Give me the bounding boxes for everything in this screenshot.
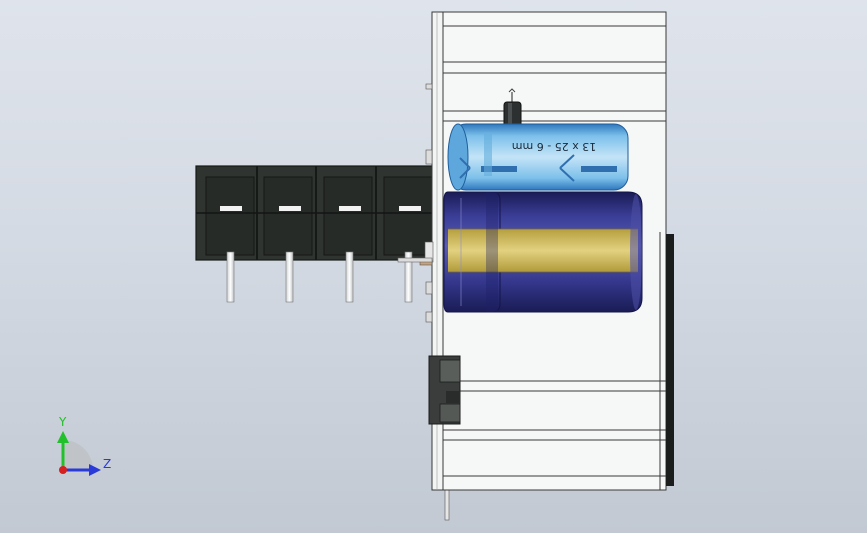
terminal-slot-3 [323, 176, 373, 256]
terminal-slot-4 [383, 176, 433, 256]
capacitor-navy-gold [443, 191, 643, 313]
terminal-block [195, 165, 437, 303]
y-axis-label: Y [58, 415, 67, 429]
z-axis-label: Z [103, 457, 111, 471]
terminal-pin-2 [285, 251, 294, 303]
terminal-pin-1 [226, 251, 235, 303]
x-axis-origin [59, 466, 67, 474]
terminal-slot-2 [263, 176, 313, 256]
triad-plane [63, 440, 93, 470]
coordinate-triad: Y Z [57, 415, 111, 476]
small-component-dark [428, 355, 461, 425]
terminal-slot-1 [205, 176, 255, 256]
terminal-pin-3 [345, 251, 354, 303]
capacitor-rating-label: 13 x 25 - 6 mm [512, 140, 596, 153]
capacitor-blue: 13 x 25 - 6 mm [447, 123, 629, 191]
terminal-pin-4 [404, 251, 413, 303]
